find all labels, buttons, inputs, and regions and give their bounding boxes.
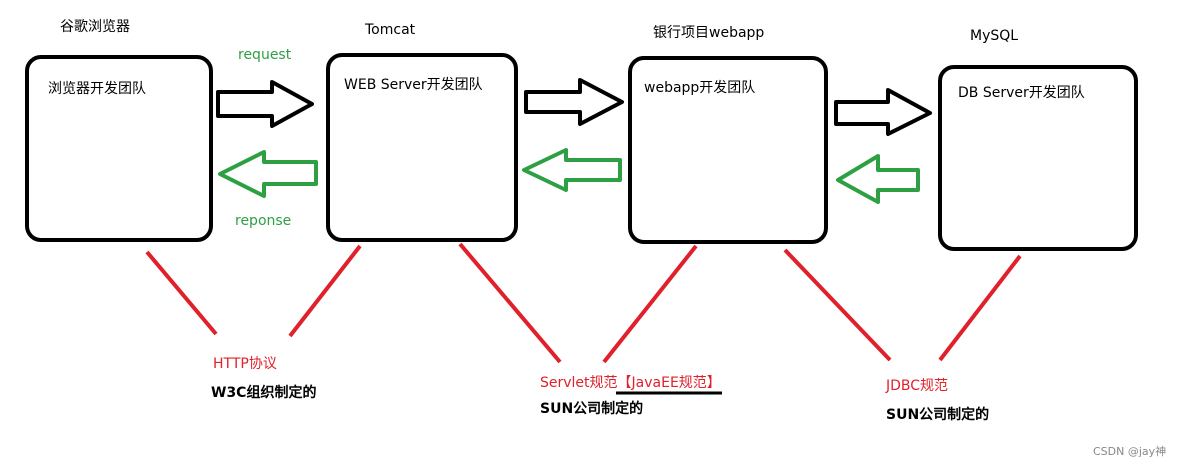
web-server-box <box>326 53 518 242</box>
request-arrow-2 <box>524 78 624 126</box>
db-server-box-label: DB Server开发团队 <box>958 85 1085 101</box>
webapp-title: 银行项目webapp <box>653 25 765 41</box>
jdbc-line-left <box>783 248 892 362</box>
request-arrow-1 <box>216 80 314 128</box>
http-spec-maker: W3C组织制定的 <box>211 385 317 401</box>
browser-box-label: 浏览器开发团队 <box>48 81 146 97</box>
servlet-line-right <box>602 244 698 364</box>
mysql-title: MySQL <box>970 28 1019 44</box>
watermark: CSDN @jay神 <box>1093 445 1167 458</box>
tomcat-title: Tomcat <box>365 22 416 38</box>
jdbc-spec-label: JDBC规范 <box>886 378 949 394</box>
response-arrow-2 <box>522 148 622 192</box>
response-arrow-1 <box>218 150 318 198</box>
request-arrow-3 <box>834 88 932 136</box>
browser-title: 谷歌浏览器 <box>60 19 130 35</box>
db-server-box <box>938 65 1138 251</box>
request-label: request <box>238 47 292 63</box>
web-server-box-label: WEB Server开发团队 <box>344 77 483 93</box>
servlet-spec-label: Servlet规范【JavaEE规范】 <box>540 372 721 392</box>
servlet-line-left <box>458 242 562 364</box>
servlet-spec-maker: SUN公司制定的 <box>540 401 644 417</box>
response-arrow-3 <box>836 154 920 204</box>
servlet-spec-suffix: 【JavaEE规范】 <box>617 375 721 391</box>
http-spec-label: HTTP协议 <box>213 356 277 372</box>
webapp-box-label: webapp开发团队 <box>644 80 756 96</box>
servlet-spec-name: Servlet规范 <box>540 375 618 391</box>
response-label: reponse <box>235 213 292 229</box>
browser-box <box>25 55 213 242</box>
http-line-right <box>288 244 362 338</box>
webapp-box <box>628 56 828 244</box>
http-line-left <box>145 250 218 336</box>
jdbc-line-right <box>938 254 1022 362</box>
jdbc-spec-maker: SUN公司制定的 <box>886 407 990 423</box>
